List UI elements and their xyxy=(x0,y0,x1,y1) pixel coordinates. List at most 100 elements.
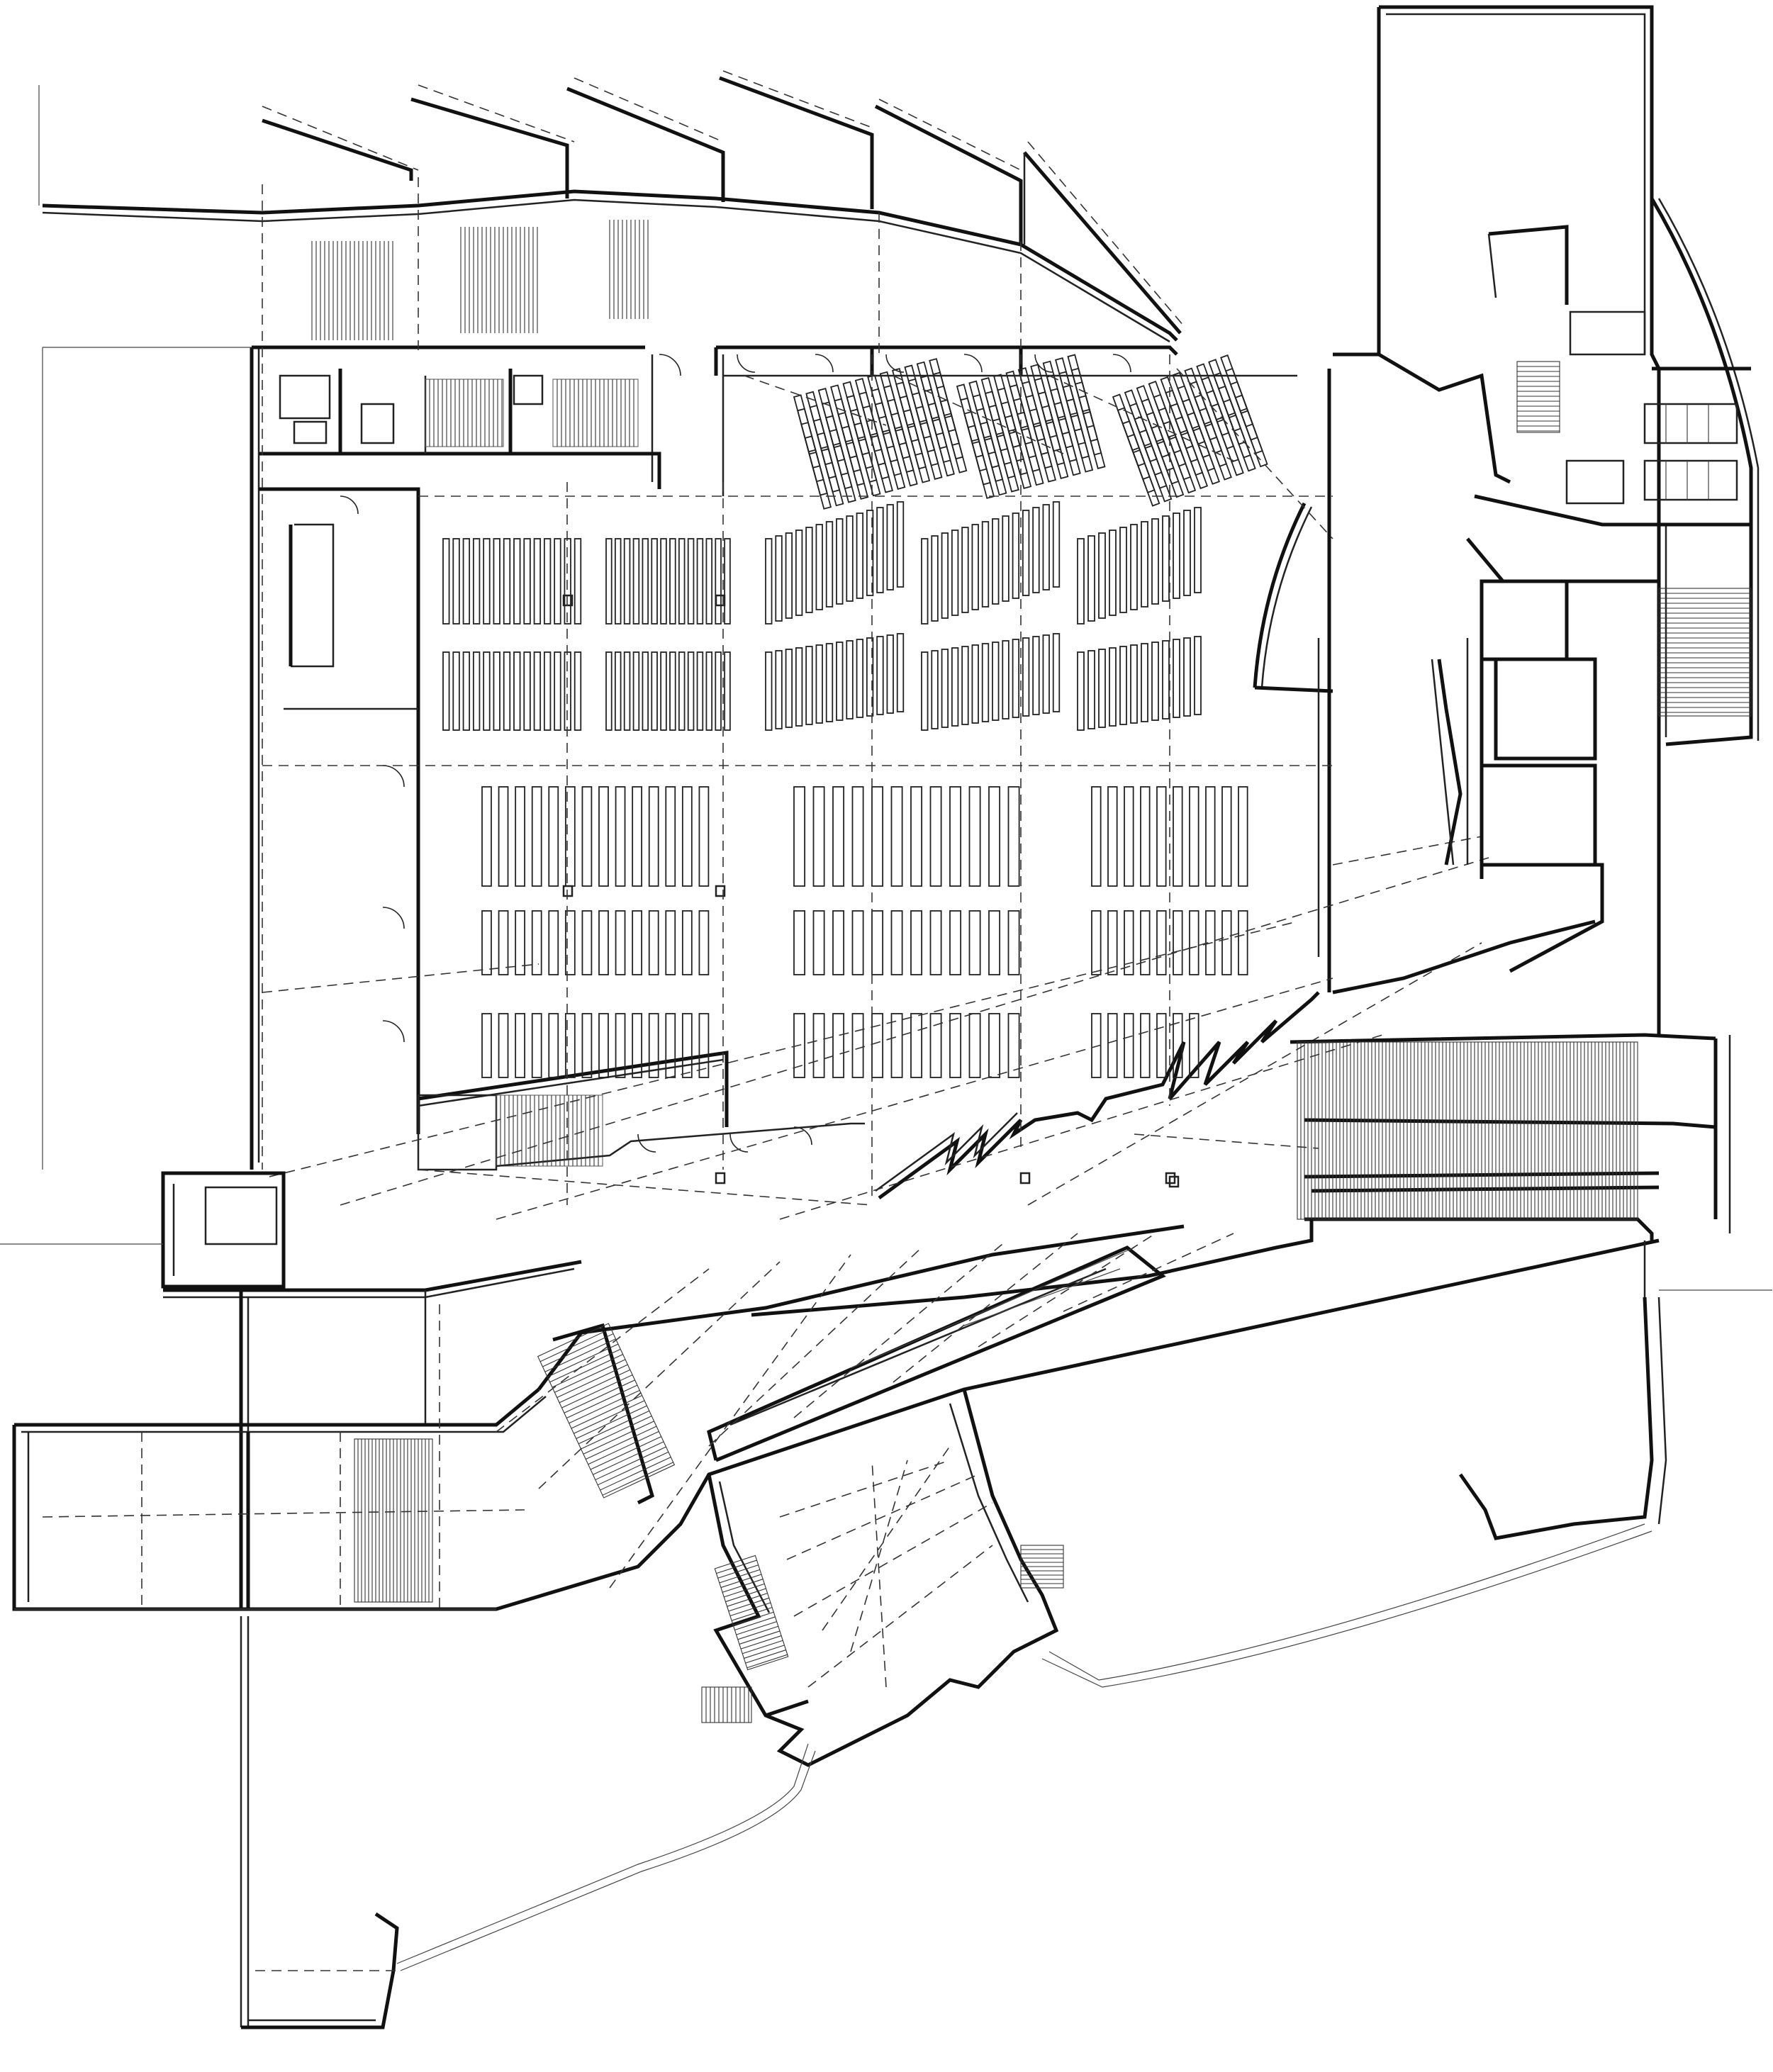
seat xyxy=(815,524,823,610)
seat xyxy=(846,394,871,456)
seat xyxy=(812,1013,825,1078)
seat xyxy=(869,432,893,493)
seat xyxy=(961,527,969,613)
foyer-south xyxy=(12,1171,1660,1611)
seat xyxy=(1140,910,1151,975)
seat xyxy=(574,651,582,731)
seat xyxy=(846,640,854,719)
seat xyxy=(911,392,936,453)
seat xyxy=(809,404,833,466)
seat xyxy=(1227,412,1256,472)
seat xyxy=(1215,416,1244,476)
seat xyxy=(1131,447,1160,507)
seat xyxy=(1098,532,1106,619)
seat xyxy=(1091,786,1102,887)
seat xyxy=(1007,786,1020,887)
seat xyxy=(1002,515,1009,602)
seat xyxy=(523,538,531,625)
seat xyxy=(890,910,903,975)
seat xyxy=(632,538,640,625)
seat xyxy=(1005,370,1029,432)
seat xyxy=(968,380,992,442)
seat xyxy=(1082,408,1106,470)
seat-block-middle xyxy=(605,538,731,731)
seat xyxy=(836,642,844,721)
seat xyxy=(931,650,939,729)
seat xyxy=(1020,425,1044,486)
seat xyxy=(812,418,837,479)
seat xyxy=(564,786,576,887)
seat xyxy=(1087,650,1095,729)
seat xyxy=(1069,412,1094,473)
seat xyxy=(984,391,1009,452)
seat xyxy=(623,538,631,625)
seat xyxy=(1189,786,1199,887)
seat xyxy=(1238,910,1248,975)
seat xyxy=(929,358,953,419)
seat xyxy=(481,1013,492,1078)
seat xyxy=(698,910,710,975)
seat xyxy=(1058,371,1083,432)
seat xyxy=(981,521,990,607)
seat xyxy=(1109,647,1117,727)
seat xyxy=(1162,515,1170,602)
seat xyxy=(825,521,834,607)
seat xyxy=(615,786,626,887)
seat xyxy=(1191,425,1221,485)
seat xyxy=(698,1013,710,1078)
seat xyxy=(988,404,1012,465)
seat xyxy=(793,1013,806,1078)
seat xyxy=(979,421,1004,482)
seat xyxy=(1183,637,1191,717)
seat xyxy=(1066,398,1090,459)
seat xyxy=(883,385,907,446)
seat xyxy=(493,651,500,731)
seat xyxy=(929,910,942,975)
seat xyxy=(856,513,864,599)
seat xyxy=(971,644,979,724)
seat xyxy=(817,387,842,449)
seat xyxy=(1189,1013,1199,1078)
seat xyxy=(1070,367,1095,429)
seat xyxy=(951,530,959,616)
seat xyxy=(804,435,828,496)
seat xyxy=(1007,910,1020,975)
seat xyxy=(1238,786,1248,887)
seat xyxy=(1030,364,1054,425)
seat xyxy=(825,643,834,722)
seat-block-middle xyxy=(1077,507,1202,731)
seat xyxy=(669,538,676,625)
seat xyxy=(1124,910,1134,975)
seat xyxy=(696,538,704,625)
seat xyxy=(961,646,969,725)
seat xyxy=(598,910,609,975)
seat xyxy=(1022,381,1046,442)
seat xyxy=(660,651,667,731)
seat xyxy=(1156,1013,1167,1078)
seat xyxy=(849,408,874,469)
seat xyxy=(1194,636,1202,715)
seat xyxy=(452,538,460,625)
seat xyxy=(851,1013,864,1078)
seat xyxy=(915,405,939,466)
seat xyxy=(1140,1013,1151,1078)
seat xyxy=(775,535,783,622)
seat xyxy=(531,1013,542,1078)
seat xyxy=(968,1013,981,1078)
seat xyxy=(493,538,500,625)
seat xyxy=(910,1013,923,1078)
seat xyxy=(992,642,1000,721)
seat xyxy=(1053,401,1078,463)
seat-block-lower xyxy=(793,786,1020,1078)
seat xyxy=(1029,408,1053,469)
seat xyxy=(642,651,649,731)
seat xyxy=(554,651,561,731)
seat xyxy=(890,412,915,474)
seat xyxy=(993,374,1017,435)
seat xyxy=(949,910,962,975)
seat-block-middle xyxy=(442,538,582,731)
seat xyxy=(921,651,929,731)
seat xyxy=(921,538,929,625)
seat xyxy=(1179,429,1209,490)
